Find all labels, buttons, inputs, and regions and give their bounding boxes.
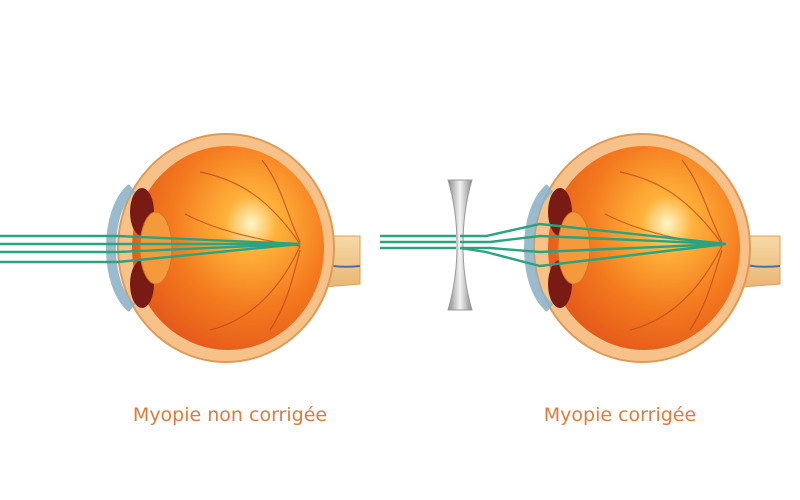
- incident-rays: [380, 234, 456, 250]
- concave-lens-icon: [447, 179, 473, 311]
- light-rays: [459, 222, 727, 268]
- caption-uncorrected: Myopie non corrigée: [132, 404, 328, 426]
- eye-lens: [139, 211, 173, 285]
- eye-cross-section-icon: [0, 133, 361, 363]
- cornea: [106, 184, 136, 312]
- eye-cross-section-icon: [459, 133, 781, 363]
- light-rays: [0, 234, 301, 264]
- cornea: [524, 184, 554, 312]
- eye-lens: [557, 211, 591, 285]
- retina-vessels: [604, 159, 723, 331]
- caption-corrected: Myopie corrigée: [543, 404, 697, 426]
